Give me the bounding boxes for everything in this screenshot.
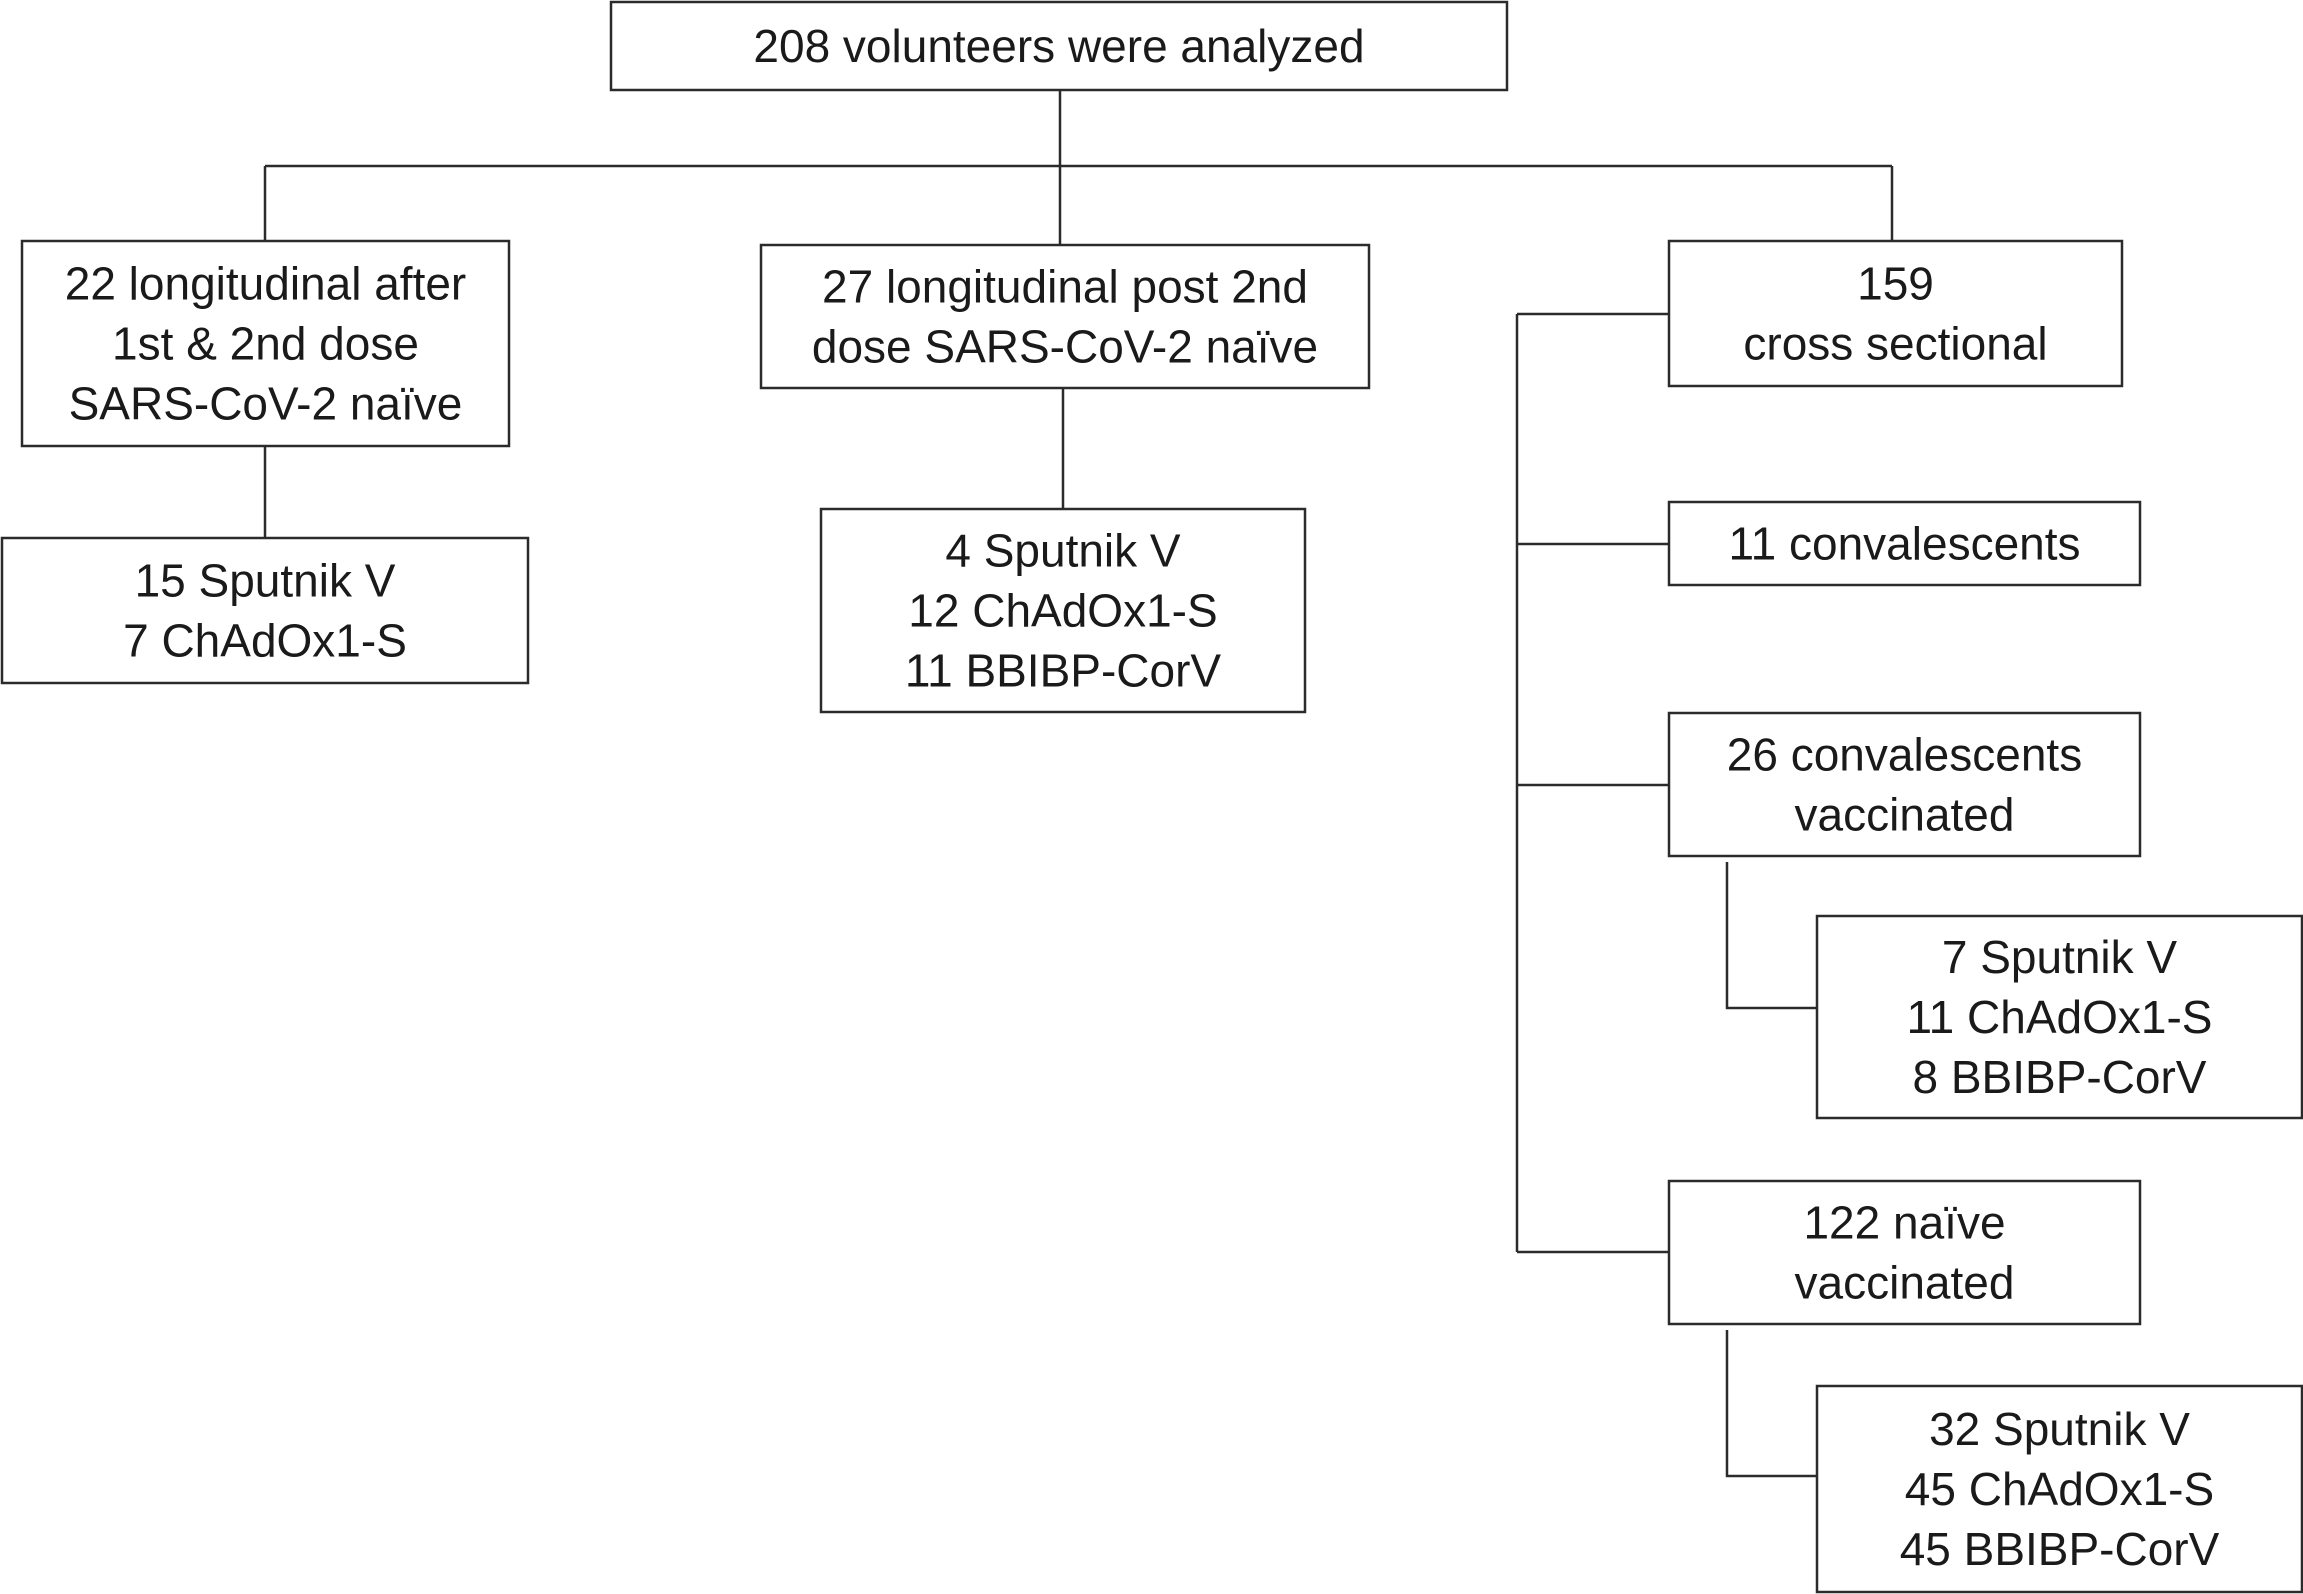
node-label-line: 45 ChAdOx1-S — [1905, 1463, 2214, 1515]
node-convalescents-vaccinated: 26 convalescents vaccinated — [1667, 711, 2142, 858]
node-label-line: 7 Sputnik V — [1942, 931, 2178, 983]
node-label-line: 4 Sputnik V — [945, 525, 1181, 577]
node-label-line: 22 longitudinal after — [65, 258, 467, 310]
node-label-line: 26 convalescents — [1727, 729, 2082, 781]
node-convalescents-vaccinated-vaccines: 7 Sputnik V 11 ChAdOx1-S 8 BBIBP-CorV — [1815, 914, 2303, 1120]
node-label-line: dose SARS-CoV-2 naïve — [812, 321, 1318, 373]
node-label-line: cross sectional — [1743, 318, 2047, 370]
node-box — [0, 536, 530, 685]
node-box — [1815, 1384, 2303, 1594]
node-total: 208 volunteers were analyzed — [609, 0, 1509, 92]
node-longitudinal-post-2nd-vaccines: 4 Sputnik V 12 ChAdOx1-S 11 BBIBP-CorV — [819, 507, 1307, 714]
node-label-line: 1st & 2nd dose — [112, 318, 419, 370]
connector-naive-vaccinated-to-vaccines — [1725, 1330, 1817, 1478]
node-label-line: 27 longitudinal post 2nd — [822, 261, 1308, 313]
node-box — [1815, 914, 2303, 1120]
node-box — [1667, 1179, 2142, 1326]
node-label-line: 12 ChAdOx1-S — [908, 585, 1217, 637]
node-box — [759, 243, 1371, 390]
node-naive-vaccinated-vaccines: 32 Sputnik V 45 ChAdOx1-S 45 BBIBP-CorV — [1815, 1384, 2303, 1594]
node-longitudinal-1st-2nd-vaccines: 15 Sputnik V 7 ChAdOx1-S — [0, 536, 530, 685]
node-label-line: 11 BBIBP-CorV — [905, 645, 1221, 697]
node-convalescents: 11 convalescents — [1667, 500, 2142, 587]
node-label-line: 7 ChAdOx1-S — [123, 615, 407, 667]
node-cross-sectional: 159 cross sectional — [1667, 239, 2124, 388]
node-label-line: vaccinated — [1795, 789, 2015, 841]
node-longitudinal-post-2nd: 27 longitudinal post 2nd dose SARS-CoV-2 … — [759, 243, 1371, 390]
node-label-line: 45 BBIBP-CorV — [1900, 1523, 2220, 1575]
node-label-line: vaccinated — [1795, 1257, 2015, 1309]
node-label-line: 122 naïve — [1803, 1197, 2005, 1249]
connectors — [263, 90, 1894, 1478]
node-box — [819, 507, 1307, 714]
node-label-line: SARS-CoV-2 naïve — [69, 378, 463, 430]
node-label-line: 208 volunteers were analyzed — [753, 20, 1364, 72]
node-label-line: 15 Sputnik V — [135, 555, 396, 607]
node-box — [609, 0, 1509, 92]
connector-convalescents-vaccinated-to-vaccines — [1725, 862, 1817, 1010]
node-label-line: 11 convalescents — [1728, 518, 2080, 570]
node-longitudinal-1st-2nd: 22 longitudinal after 1st & 2nd doseSARS-… — [20, 239, 511, 448]
node-box — [1667, 711, 2142, 858]
node-box — [20, 239, 511, 448]
node-box — [1667, 500, 2142, 587]
node-naive-vaccinated: 122 naïve vaccinated — [1667, 1179, 2142, 1326]
node-label-line: 32 Sputnik V — [1929, 1403, 2190, 1455]
node-label-line: 159 — [1857, 258, 1934, 310]
node-box — [1667, 239, 2124, 388]
node-label-line: 11 ChAdOx1-S — [1907, 991, 2213, 1043]
node-label-line: 8 BBIBP-CorV — [1913, 1051, 2207, 1103]
